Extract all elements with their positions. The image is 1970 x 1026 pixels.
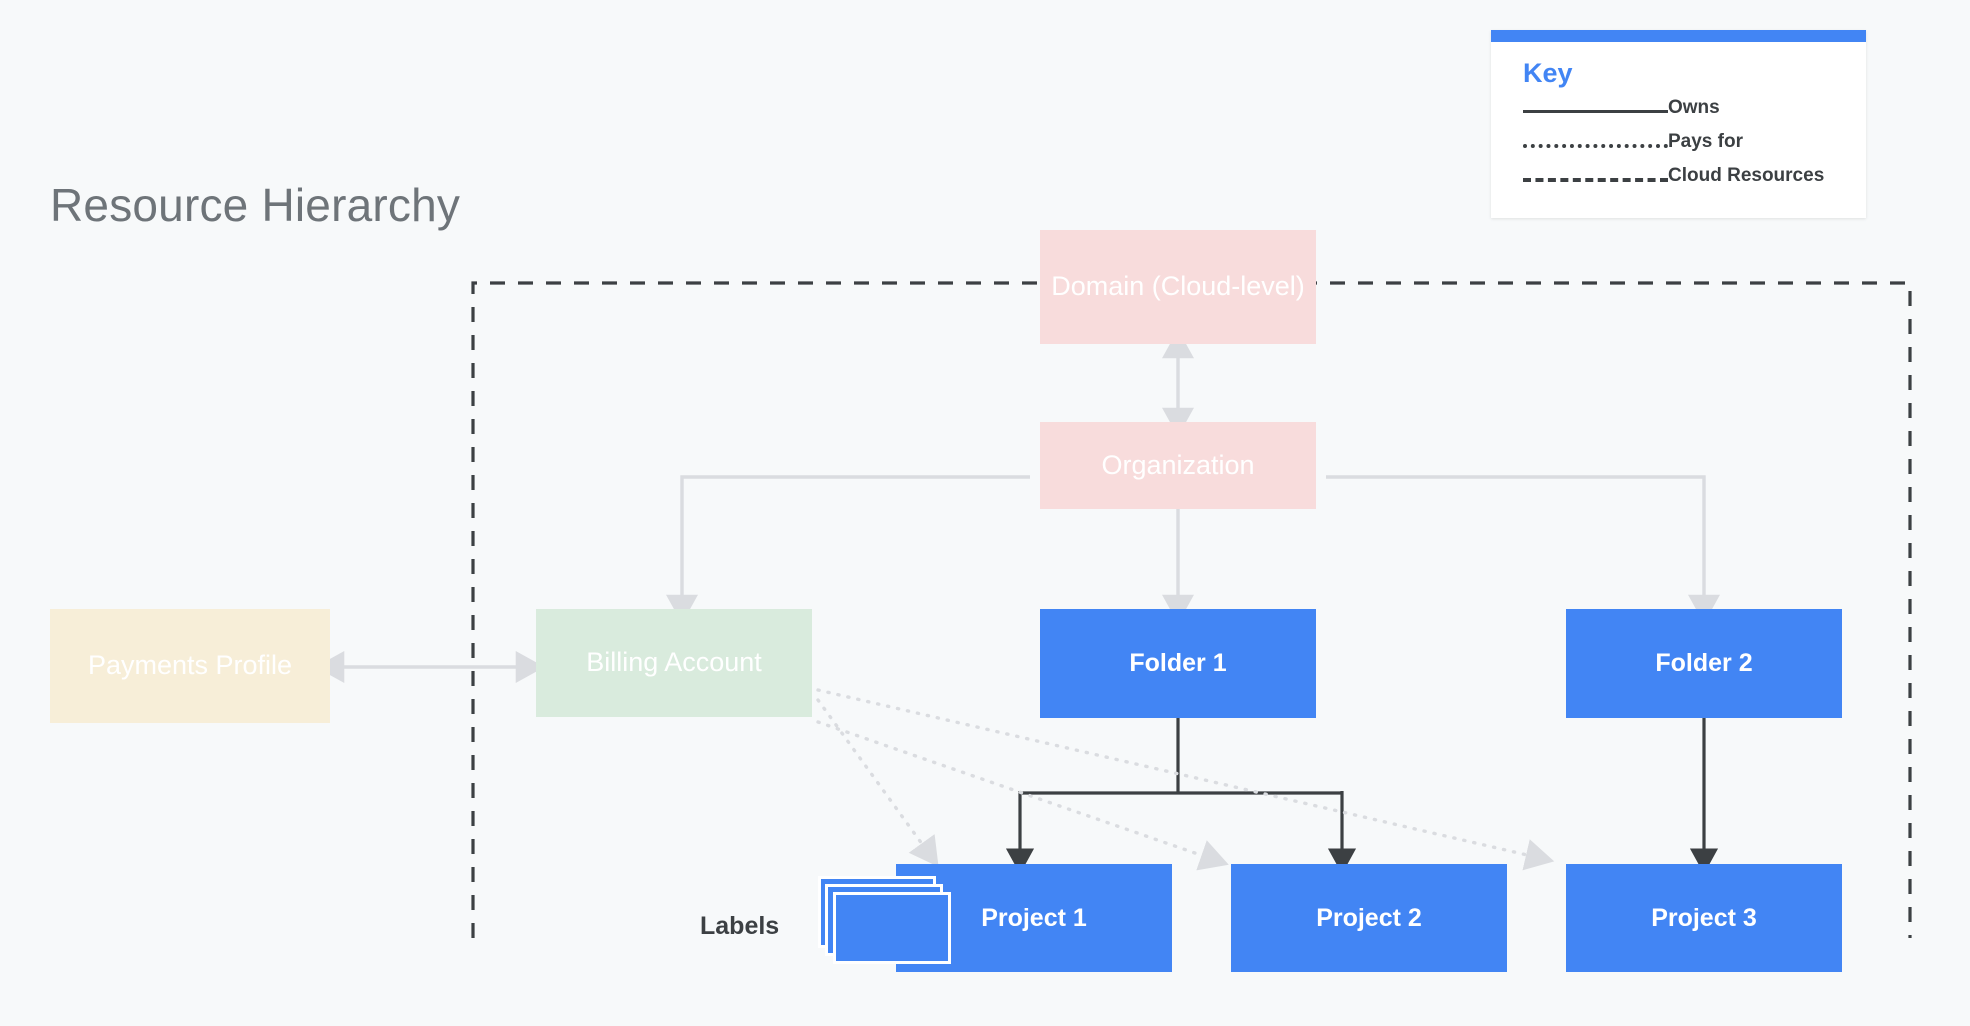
legend-key: Key Owns Pays for Cloud Resources bbox=[1491, 30, 1866, 218]
legend-row-owns: Owns bbox=[1523, 97, 1844, 121]
label-card-front[interactable] bbox=[833, 892, 951, 964]
page-title: Resource Hierarchy bbox=[50, 179, 461, 231]
line-sample-dashed-icon bbox=[1523, 169, 1668, 189]
labels-caption: Labels bbox=[700, 912, 780, 940]
node-project-3[interactable]: Project 3 bbox=[1566, 864, 1842, 972]
node-project-2[interactable]: Project 2 bbox=[1231, 864, 1507, 972]
node-folder-1[interactable]: Folder 1 bbox=[1040, 609, 1316, 718]
node-organization[interactable]: Organization bbox=[1040, 422, 1316, 509]
legend-label-cloud-resources: Cloud Resources bbox=[1668, 165, 1825, 186]
node-payments-profile[interactable]: Payments Profile bbox=[50, 609, 330, 723]
edge-folder1-projects bbox=[1005, 718, 1357, 875]
legend-row-cloud-resources: Cloud Resources bbox=[1523, 165, 1844, 189]
legend-title: Key bbox=[1523, 58, 1573, 88]
node-billing-account[interactable]: Billing Account bbox=[536, 609, 812, 717]
line-sample-solid-icon bbox=[1523, 101, 1668, 121]
node-domain[interactable]: Domain (Cloud-level) bbox=[1040, 230, 1316, 344]
legend-label-pays-for: Pays for bbox=[1668, 131, 1743, 152]
legend-row-pays-for: Pays for bbox=[1523, 131, 1844, 155]
node-folder-2[interactable]: Folder 2 bbox=[1566, 609, 1842, 718]
line-sample-dotted-icon bbox=[1523, 135, 1668, 155]
legend-label-owns: Owns bbox=[1668, 97, 1720, 118]
legend-accent-bar bbox=[1491, 30, 1866, 42]
